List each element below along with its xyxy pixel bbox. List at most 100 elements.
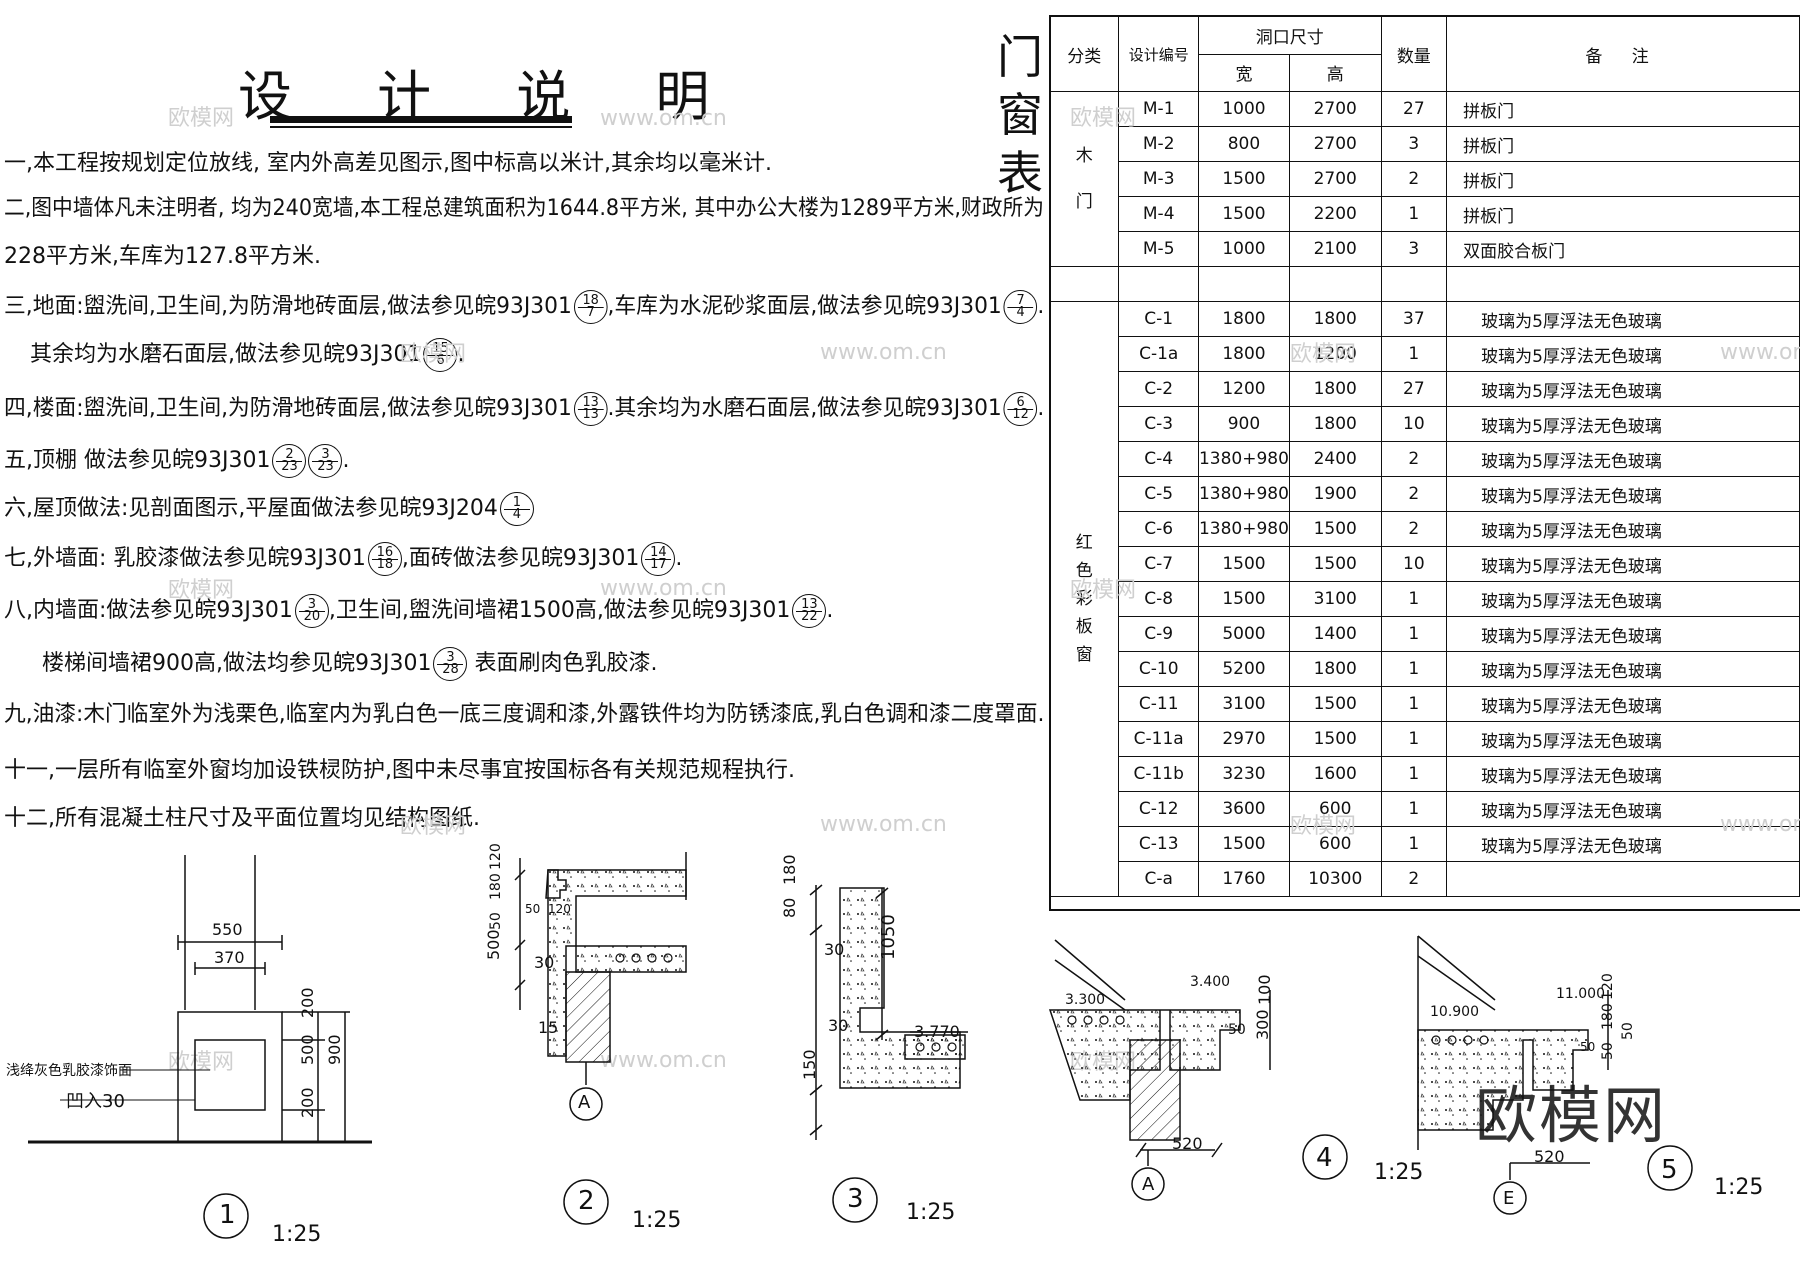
title-underline-thin	[270, 126, 572, 128]
window-qty: 1	[1380, 336, 1448, 372]
window-code: C-5	[1118, 476, 1199, 512]
reference-page: 4	[512, 507, 522, 522]
reference-divider	[427, 355, 454, 357]
detail-number: 2	[578, 1186, 595, 1216]
window-height: 1800	[1288, 301, 1382, 337]
window-qty: 10	[1380, 406, 1448, 442]
reference-page: 4	[1016, 305, 1025, 320]
design-note-text: 四,楼面:盥洗间,卫生间,为防滑地砖面层,做法参见皖93J301	[4, 396, 572, 421]
reference-page: 7	[586, 305, 595, 320]
reference-divider	[1007, 409, 1034, 411]
design-note-line: 228平方米,车库为127.8平方米.	[4, 238, 321, 270]
detail-number: 5	[1661, 1155, 1678, 1185]
window-code: C-9	[1118, 616, 1199, 652]
window-height: 1500	[1288, 511, 1382, 547]
reference-divider	[298, 611, 325, 613]
design-note-text: 九,油漆:木门临室外为浅栗色,临室内为乳白色一底三度调和漆,外露铁件均为防锈漆底…	[4, 702, 1045, 727]
category-char: 窗	[1075, 645, 1093, 665]
design-note-text: 表面刷肉色乳胶漆.	[467, 651, 658, 676]
door-width: 1500	[1197, 196, 1290, 232]
design-note-text: ,面砖做法参见皖93J301	[401, 546, 640, 571]
window-code: C-3	[1118, 406, 1199, 442]
window-height: 1500	[1288, 686, 1382, 722]
design-note-text: .	[342, 448, 350, 473]
window-code: C-10	[1118, 651, 1199, 687]
dimension-label: 30	[824, 940, 845, 959]
scale-label: 1:25	[906, 1200, 956, 1225]
watermark-url: www.om.cn	[820, 812, 947, 837]
window-width: 1760	[1197, 861, 1290, 897]
design-note-line: 十二,所有混凝土柱尺寸及平面位置均见结构图纸.	[4, 800, 480, 832]
design-note-text: 二,图中墙体凡未注明者, 均为240宽墙,本工程总建筑面积为1644.8平方米,…	[4, 196, 1044, 221]
dimension-label: 50	[1580, 1040, 1596, 1054]
watermark-url: www.om.cn	[1720, 812, 1800, 837]
window-qty: 2	[1380, 441, 1448, 477]
design-note-text: .	[1037, 396, 1045, 421]
reference-page: 18	[376, 557, 394, 572]
dimension-label: 30	[534, 953, 555, 972]
watermark-brand: 欧模网	[1290, 814, 1357, 839]
reference-page: 28	[442, 662, 459, 677]
dimension-label: 180	[780, 854, 799, 885]
window-width: 3100	[1197, 686, 1290, 722]
watermark-brand: 欧模网	[168, 106, 235, 131]
window-remark: 玻璃为5厚浮法无色玻璃	[1446, 686, 1800, 722]
reference-page: 23	[281, 459, 298, 474]
window-height: 1200	[1288, 336, 1382, 372]
window-height: 1800	[1288, 406, 1382, 442]
category-char: 门	[1075, 192, 1093, 212]
design-note-text: 一,本工程按规划定位放线, 室内外高差见图示,图中标高以米计,其余均以毫米计.	[4, 151, 772, 176]
window-remark: 玻璃为5厚浮法无色玻璃	[1446, 616, 1800, 652]
reference-number: 3	[307, 597, 317, 612]
empty-cell	[1446, 266, 1800, 302]
reference-divider	[577, 307, 604, 309]
design-note-text: ,卫生间,盥洗间墙裙1500高,做法参见皖93J301	[328, 598, 791, 623]
window-qty: 37	[1380, 301, 1448, 337]
dimension-label: 900	[325, 1034, 344, 1065]
reference-page: 6	[436, 353, 445, 368]
design-note-text: ,车库为水泥砂浆面层,做法参见皖93J301	[607, 294, 1002, 319]
table-title-char: 窗	[997, 88, 1043, 142]
dimension-label: 550	[212, 920, 243, 939]
dimension-label: 50	[525, 902, 541, 916]
reference-number: 15	[432, 341, 449, 356]
reference-number: 13	[801, 597, 818, 612]
reference-divider	[503, 509, 530, 511]
empty-cell	[1288, 266, 1382, 302]
window-height: 1900	[1288, 476, 1382, 512]
window-remark: 玻璃为5厚浮法无色玻璃	[1446, 581, 1800, 617]
window-width: 1800	[1197, 336, 1290, 372]
axis-label: A	[578, 1092, 591, 1113]
window-remark: 玻璃为5厚浮法无色玻璃	[1446, 441, 1800, 477]
scale-label: 1:25	[1714, 1175, 1764, 1200]
reference-divider	[312, 461, 339, 463]
reference-number: 2	[285, 447, 294, 462]
window-height: 2400	[1288, 441, 1382, 477]
reference-divider	[437, 664, 464, 666]
reference-divider	[1007, 307, 1034, 309]
scale-label: 1:25	[272, 1222, 322, 1247]
empty-cell	[1380, 266, 1448, 302]
watermark-logo: 欧模网	[1475, 1079, 1668, 1152]
watermark-brand: 欧模网	[400, 342, 467, 367]
category-cell: 红色彩板窗	[1048, 301, 1120, 897]
header-opening: 洞口尺寸	[1197, 16, 1382, 55]
dimension-label: 15	[538, 1018, 559, 1037]
door-width: 1500	[1197, 161, 1290, 197]
window-qty: 1	[1380, 616, 1448, 652]
empty-cell	[1118, 266, 1199, 302]
reference-page: 22	[801, 609, 818, 624]
window-height: 1600	[1288, 756, 1382, 792]
window-height: 1500	[1288, 721, 1382, 757]
